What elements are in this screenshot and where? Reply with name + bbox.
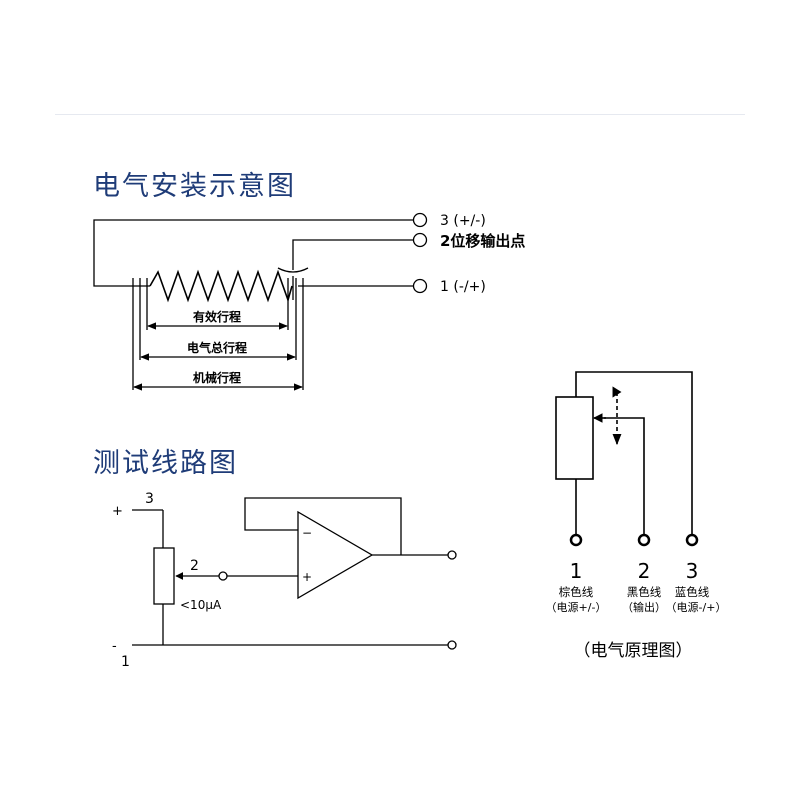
opamp-triangle (297, 510, 374, 600)
wire-3-number: 3 (686, 559, 699, 583)
test-circuit-title: 测试线路图 (93, 448, 238, 479)
wiper-contact (277, 267, 309, 273)
wire-2-function: （输出） (622, 600, 666, 614)
pin-2-label: 2 (190, 558, 199, 574)
supply-plus-sign: + (112, 504, 123, 519)
electrical-stroke-label: 电气总行程 (187, 340, 247, 355)
supply-minus-sign: - (112, 639, 117, 654)
wire-to-terminal-3 (575, 371, 693, 535)
potentiometer-body (153, 547, 175, 605)
top-divider (55, 114, 745, 115)
opamp-noninverting-sign: + (302, 570, 312, 584)
terminal-3-circle (412, 212, 428, 228)
wire-1-color: 棕色线 (559, 585, 594, 599)
wire-2-number: 2 (638, 559, 651, 583)
terminal-2-circle (412, 232, 428, 248)
pin-3-label: 3 (145, 491, 154, 507)
current-spec-label: <10μA (180, 598, 222, 612)
terminal-1-label: 1 (-/+) (440, 279, 486, 295)
schematic-resistor (555, 396, 594, 480)
test-circuit-diagram (132, 497, 457, 650)
wire-1-number: 1 (570, 559, 583, 583)
schematic-caption: （电气原理图） (574, 641, 693, 661)
opamp-inverting-sign: − (302, 526, 312, 540)
ground-output-node (447, 640, 457, 650)
wire-to-terminal-2 (604, 417, 645, 535)
wire-2-color: 黑色线 (627, 585, 662, 599)
wire-3-color: 蓝色线 (675, 585, 710, 599)
wire-1-function: （电源+/-） (546, 600, 607, 614)
installation-title: 电气安装示意图 (93, 171, 296, 202)
wire-terminal-3 (93, 219, 420, 287)
terminal-2-label: 2位移输出点 (440, 232, 525, 250)
terminal-1-circle (412, 278, 428, 294)
schematic-terminal-1 (569, 533, 583, 547)
wire-3-function: （电源-/+） (666, 600, 727, 614)
electrical-schematic (555, 371, 699, 547)
output-node (447, 550, 457, 560)
mechanical-stroke-label: 机械行程 (193, 370, 241, 385)
installation-diagram (93, 212, 428, 391)
resistor-zigzag (149, 269, 293, 303)
wiper-node (218, 571, 228, 581)
feedback-wire (244, 497, 402, 555)
pin-1-label: 1 (121, 654, 130, 670)
terminal-3-label: 3 (+/-) (440, 213, 486, 229)
wire-terminal-2 (292, 239, 420, 270)
schematic-terminal-2 (637, 533, 651, 547)
effective-stroke-label: 有效行程 (193, 309, 241, 324)
schematic-terminal-3 (685, 533, 699, 547)
